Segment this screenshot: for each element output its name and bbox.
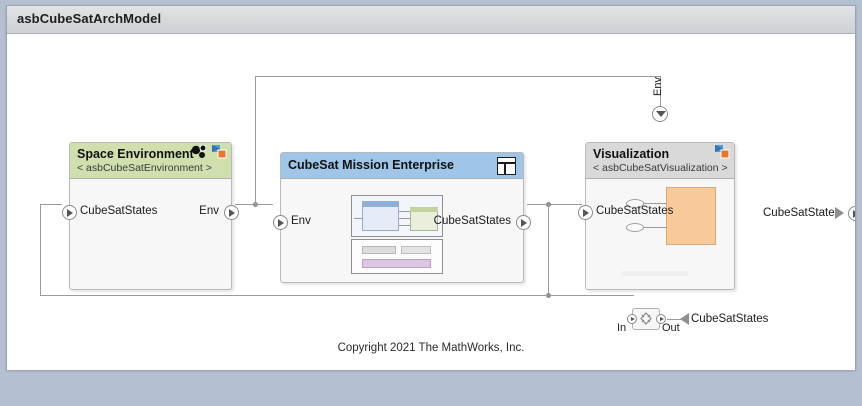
block-space-environment[interactable]: Space Environment < asbCubeSatEnvironmen… [62,142,239,290]
subsystem-layout-icon [497,157,516,175]
port-connector-in[interactable] [627,314,637,324]
port-space-environment-output[interactable] [224,205,239,220]
wire-env-up [255,76,256,204]
port-label-cubesat-mission-input: Env [291,215,311,227]
wire-feedback-into-env [40,204,62,205]
label-root-output: CubeSatStates [763,207,841,219]
port-label-visualization-input: CubeSatStates [596,205,674,217]
port-visualization-env-top[interactable] [652,106,668,122]
block-header-cubesat-mission: CubeSat Mission Enterprise [281,153,523,179]
visualization-preview-ellipse-top [626,199,644,208]
visualization-preview-bar [622,271,688,276]
wire-to-connector-in [548,295,634,296]
model-canvas[interactable]: Space Environment < asbCubeSatEnvironmen… [7,34,855,370]
model-reference-badge-icon-visualization [715,145,730,159]
window-titlebar: asbCubeSatArchModel [7,6,855,34]
model-reference-badge-icon [212,145,227,159]
port-visualization-input[interactable] [578,205,593,220]
wire-env-to-mission [255,204,273,205]
root-output-arrowhead-icon [835,207,844,219]
wire-env-top-rail [255,76,661,77]
port-label-visualization-env-top: Env [652,77,664,96]
port-space-environment-input[interactable] [62,205,77,220]
block-subtitle-visualization: < asbCubeSatVisualization > [593,162,728,174]
port-cubesat-mission-output[interactable] [516,215,531,230]
visualization-preview-ellipse-bottom [626,223,644,232]
block-visualization[interactable]: Visualization < asbCubeSatVisualization … [578,142,735,290]
visualization-preview-shape [666,187,716,245]
model-window: asbCubeSatArchModel Spa [6,5,856,370]
connector-out-arrowhead-icon [680,313,689,325]
block-thumbnail-top [351,195,443,237]
wire-env-out [235,204,257,205]
wire-feedback-up [40,204,41,295]
port-label-space-environment-output: Env [199,205,219,217]
wire-states-out [527,204,579,205]
copyright-text: Copyright 2021 The MathWorks, Inc. [337,342,525,354]
block-cubesat-mission-enterprise[interactable]: CubeSat Mission Enterprise [273,152,531,283]
label-connector-signal: CubeSatStates [691,313,769,325]
wire-env-down-to-viz [660,76,661,109]
wire-into-viz [567,204,582,205]
block-subtitle-space-environment: < asbCubeSatEnvironment > [77,162,212,174]
port-label-connector-in: In [617,322,627,334]
block-thumbnail-bottom [351,239,443,274]
page-title: asbCubeSatArchModel [17,11,162,26]
block-title-cubesat-mission: CubeSat Mission Enterprise [288,158,455,172]
block-title-space-environment: Space Environment [77,147,194,161]
port-root-output[interactable] [848,206,855,221]
wire-states-drop [548,204,549,295]
block-header-space-environment: Space Environment < asbCubeSatEnvironmen… [70,143,231,179]
block-title-visualization: Visualization [593,147,670,161]
visualization-preview-line-top [644,203,667,204]
signal-routing-icon [640,312,652,325]
port-label-cubesat-mission-output: CubeSatStates [433,215,511,227]
port-connector-out[interactable] [656,314,666,324]
variant-badge-icon [191,145,207,158]
port-cubesat-mission-input[interactable] [273,215,288,230]
port-label-connector-out: Out [662,322,680,334]
visualization-preview-line-bottom [644,227,667,228]
wire-connector-out [667,319,681,320]
block-header-visualization: Visualization < asbCubeSatVisualization … [586,143,734,179]
port-label-space-environment-input: CubeSatStates [80,205,158,217]
wire-feedback-rail [40,295,549,296]
